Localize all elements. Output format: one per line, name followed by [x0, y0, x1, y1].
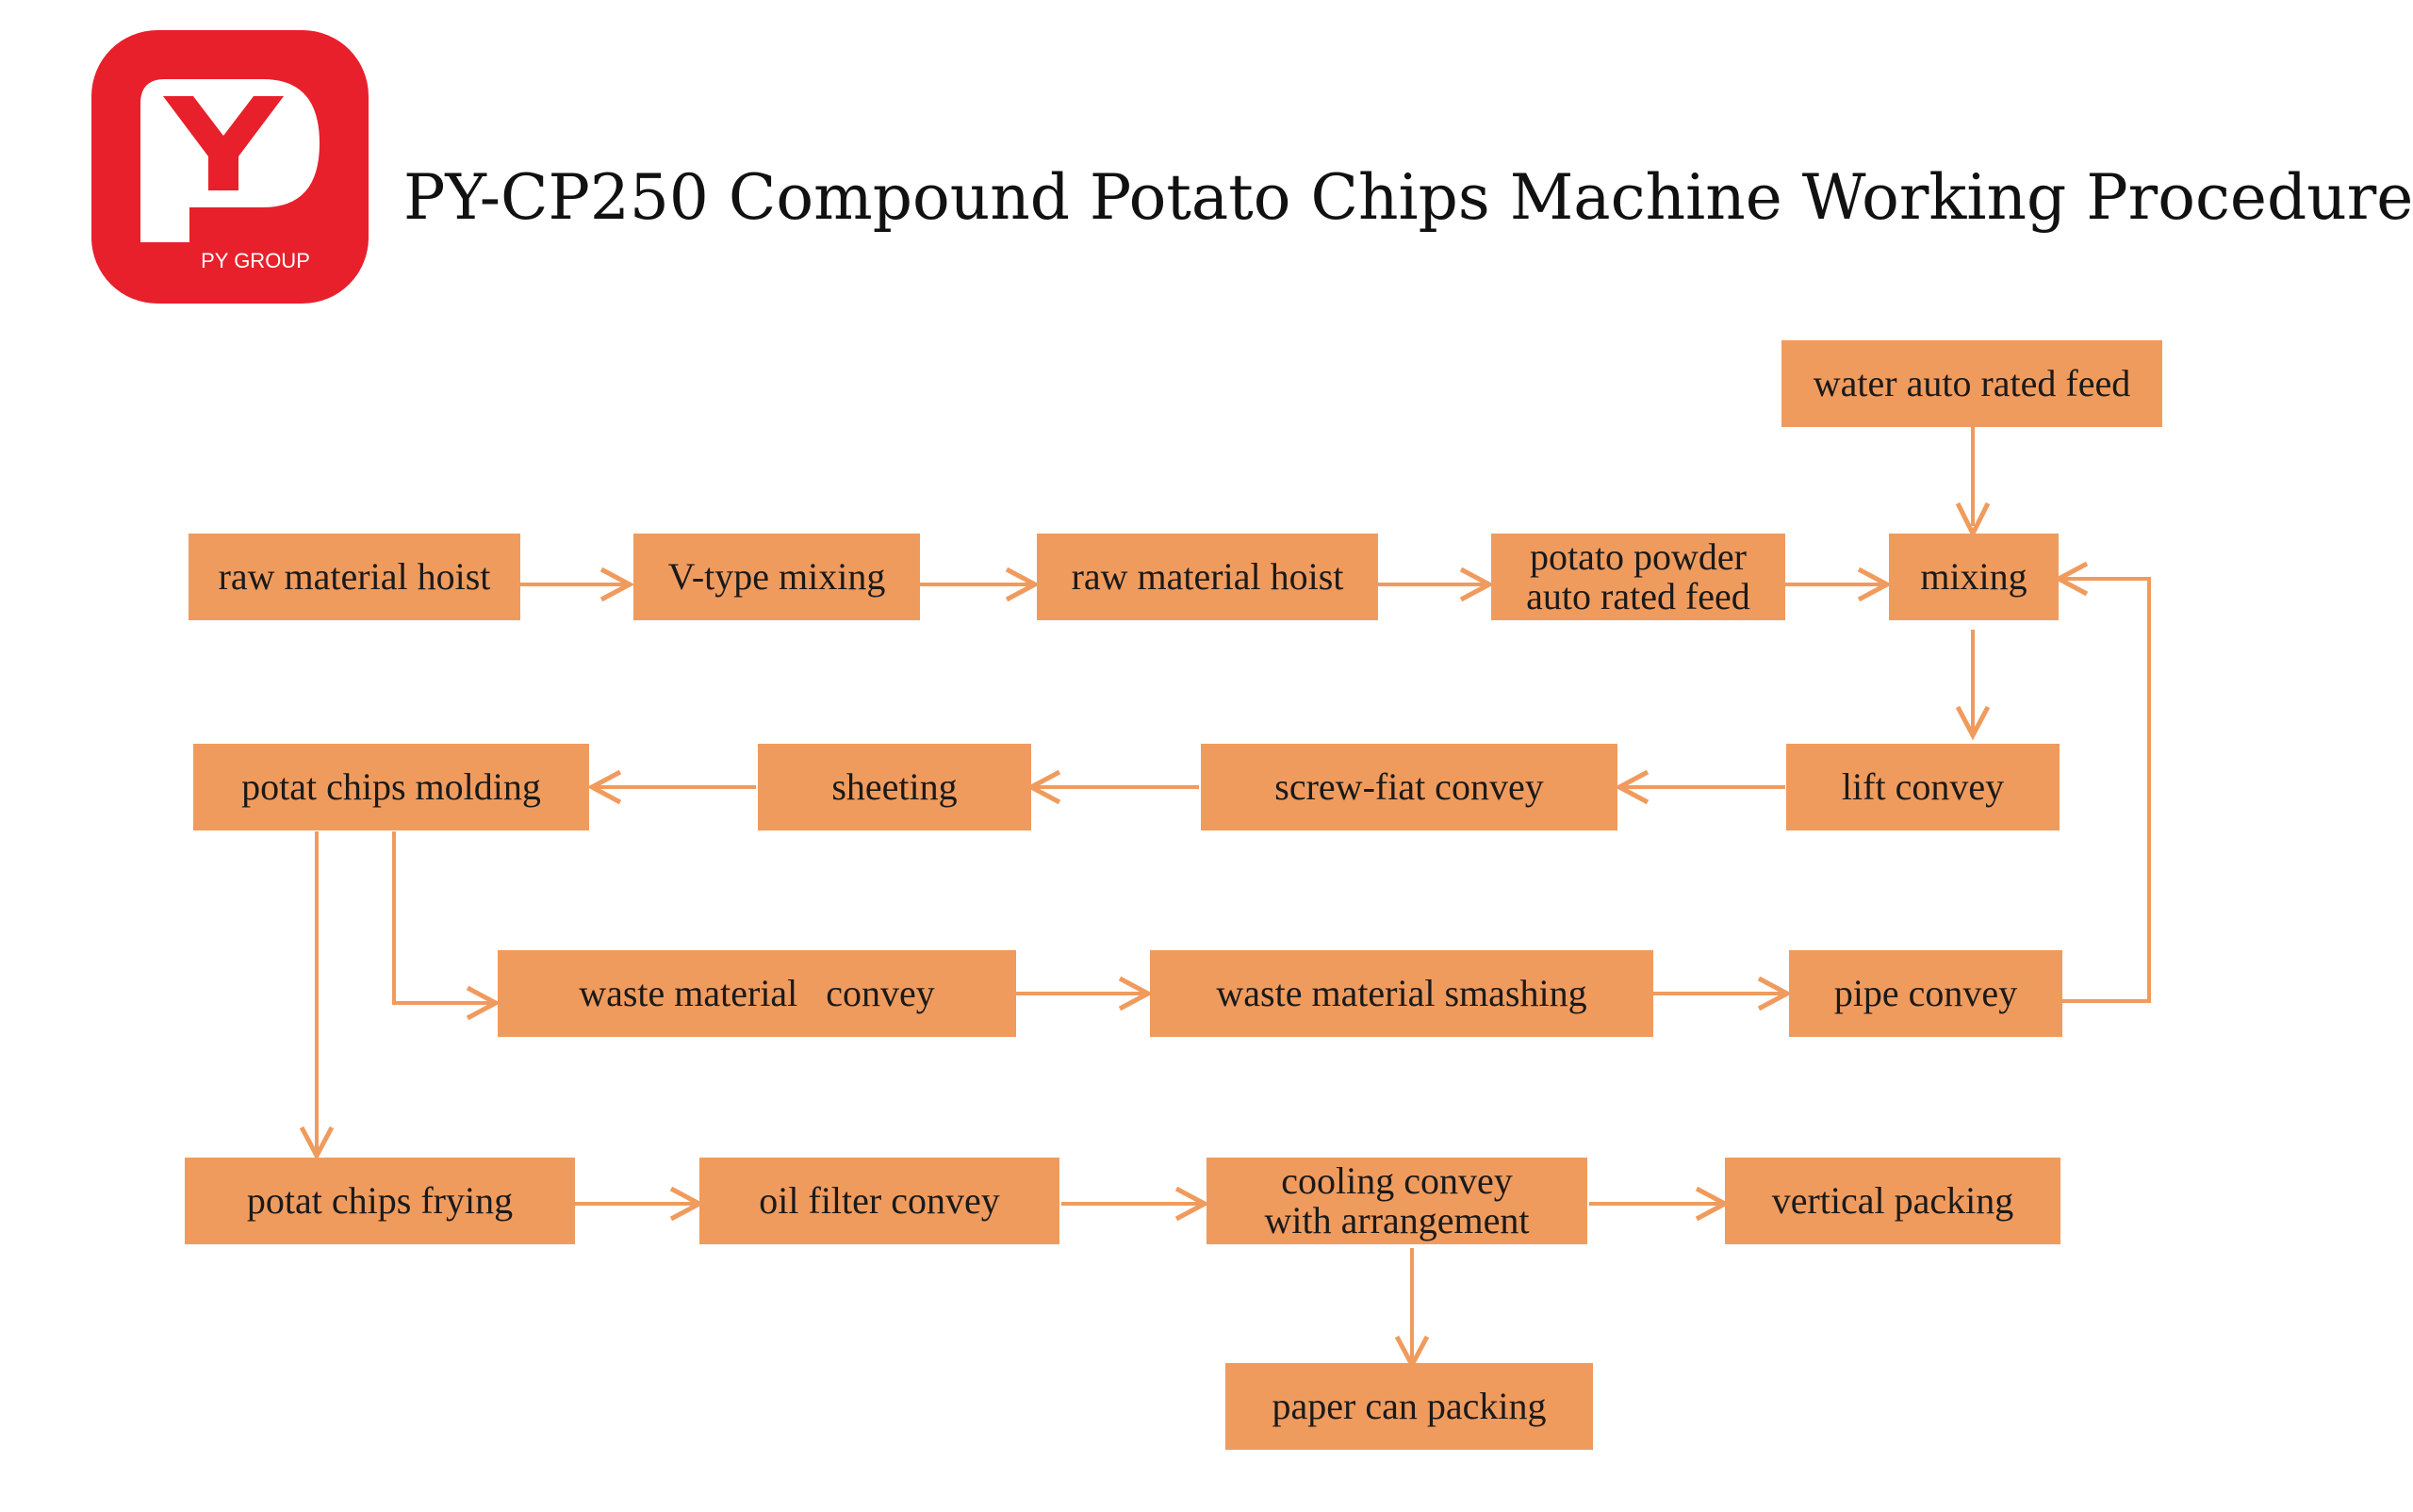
node-raw-material-hoist-1: raw material hoist	[189, 534, 520, 620]
node-label: vertical packing	[1771, 1179, 2014, 1222]
node-lift-convey: lift convey	[1786, 744, 2060, 830]
node-label: cooling convey with arrangement	[1264, 1159, 1530, 1241]
node-label: water auto rated feed	[1813, 362, 2131, 404]
edge-hoist1-to-vmixing	[520, 567, 635, 602]
flowchart-canvas: PY GROUP PY-CP250 Compound Potato Chips …	[91, 30, 2413, 1450]
edge-hoist2-to-powderfeed	[1378, 567, 1495, 602]
edge-screw-to-sheeting	[1026, 769, 1199, 805]
node-label: V-type mixing	[667, 555, 886, 598]
node-mixing: mixing	[1889, 534, 2059, 620]
node-potat-chips-molding: potat chips molding	[193, 744, 589, 830]
node-cooling-convey-with-arrangement: cooling convey with arrangement	[1206, 1158, 1587, 1244]
node-oil-filter-convey: oil filter convey	[699, 1158, 1059, 1244]
edge-mixing-to-lift	[1955, 630, 1991, 741]
node-waste-material-smashing: waste material smashing	[1150, 950, 1653, 1037]
node-raw-material-hoist-2: raw material hoist	[1037, 534, 1378, 620]
node-potat-chips-frying: potat chips frying	[185, 1158, 575, 1244]
node-v-type-mixing: V-type mixing	[633, 534, 920, 620]
node-pipe-convey: pipe convey	[1789, 950, 2062, 1037]
edge-powderfeed-to-mixing	[1785, 567, 1893, 602]
node-screw-fiat-convey: screw-fiat convey	[1201, 744, 1617, 830]
node-label: waste material smashing	[1216, 972, 1587, 1014]
node-waste-material-convey: waste material convey	[498, 950, 1016, 1037]
node-label: waste material convey	[579, 972, 935, 1014]
node-label: potat chips frying	[246, 1179, 514, 1222]
node-label: pipe convey	[1833, 972, 2018, 1014]
node-potato-powder-auto-rated-feed: potato powder auto rated feed	[1491, 534, 1785, 620]
node-paper-can-packing: paper can packing	[1225, 1363, 1593, 1450]
edge-vmixing-to-hoist2	[920, 567, 1041, 602]
edge-oilfilter-to-cooling	[1061, 1186, 1210, 1222]
node-label: oil filter convey	[759, 1179, 1000, 1222]
edge-sheeting-to-molding	[586, 769, 756, 805]
edge-molding-to-frying	[299, 831, 335, 1161]
edge-molding-to-wasteconvey	[392, 831, 501, 1021]
node-label: screw-fiat convey	[1274, 765, 1544, 808]
edge-wasteconvey-to-smashing	[1016, 976, 1154, 1011]
edge-frying-to-oilfilter	[575, 1186, 705, 1222]
node-label: potato powder auto rated feed	[1526, 535, 1750, 617]
node-label: potat chips molding	[241, 765, 541, 808]
node-sheeting: sheeting	[758, 744, 1031, 830]
logo-y-shape	[163, 96, 284, 190]
py-group-logo: PY GROUP	[91, 30, 369, 304]
node-label: raw material hoist	[1071, 555, 1344, 598]
node-label: mixing	[1920, 555, 2027, 598]
edge-pipe-to-mixing	[2053, 561, 2151, 1003]
node-water-auto-rated-feed: water auto rated feed	[1781, 340, 2162, 427]
node-label: paper can packing	[1272, 1385, 1547, 1427]
node-label: sheeting	[831, 765, 958, 808]
node-label: lift convey	[1841, 765, 2005, 808]
edge-cooling-to-vertical	[1589, 1186, 1731, 1222]
node-vertical-packing: vertical packing	[1725, 1158, 2060, 1244]
page-title: PY-CP250 Compound Potato Chips Machine W…	[403, 161, 2413, 234]
edge-smashing-to-pipe	[1653, 976, 1793, 1011]
edge-cooling-to-papercan	[1394, 1248, 1430, 1371]
logo-text: PY GROUP	[201, 249, 310, 272]
edge-lift-to-screw	[1614, 769, 1785, 805]
flow-arrows	[299, 426, 2151, 1371]
node-label: raw material hoist	[218, 555, 491, 598]
edge-water-to-mixing	[1955, 426, 1991, 539]
